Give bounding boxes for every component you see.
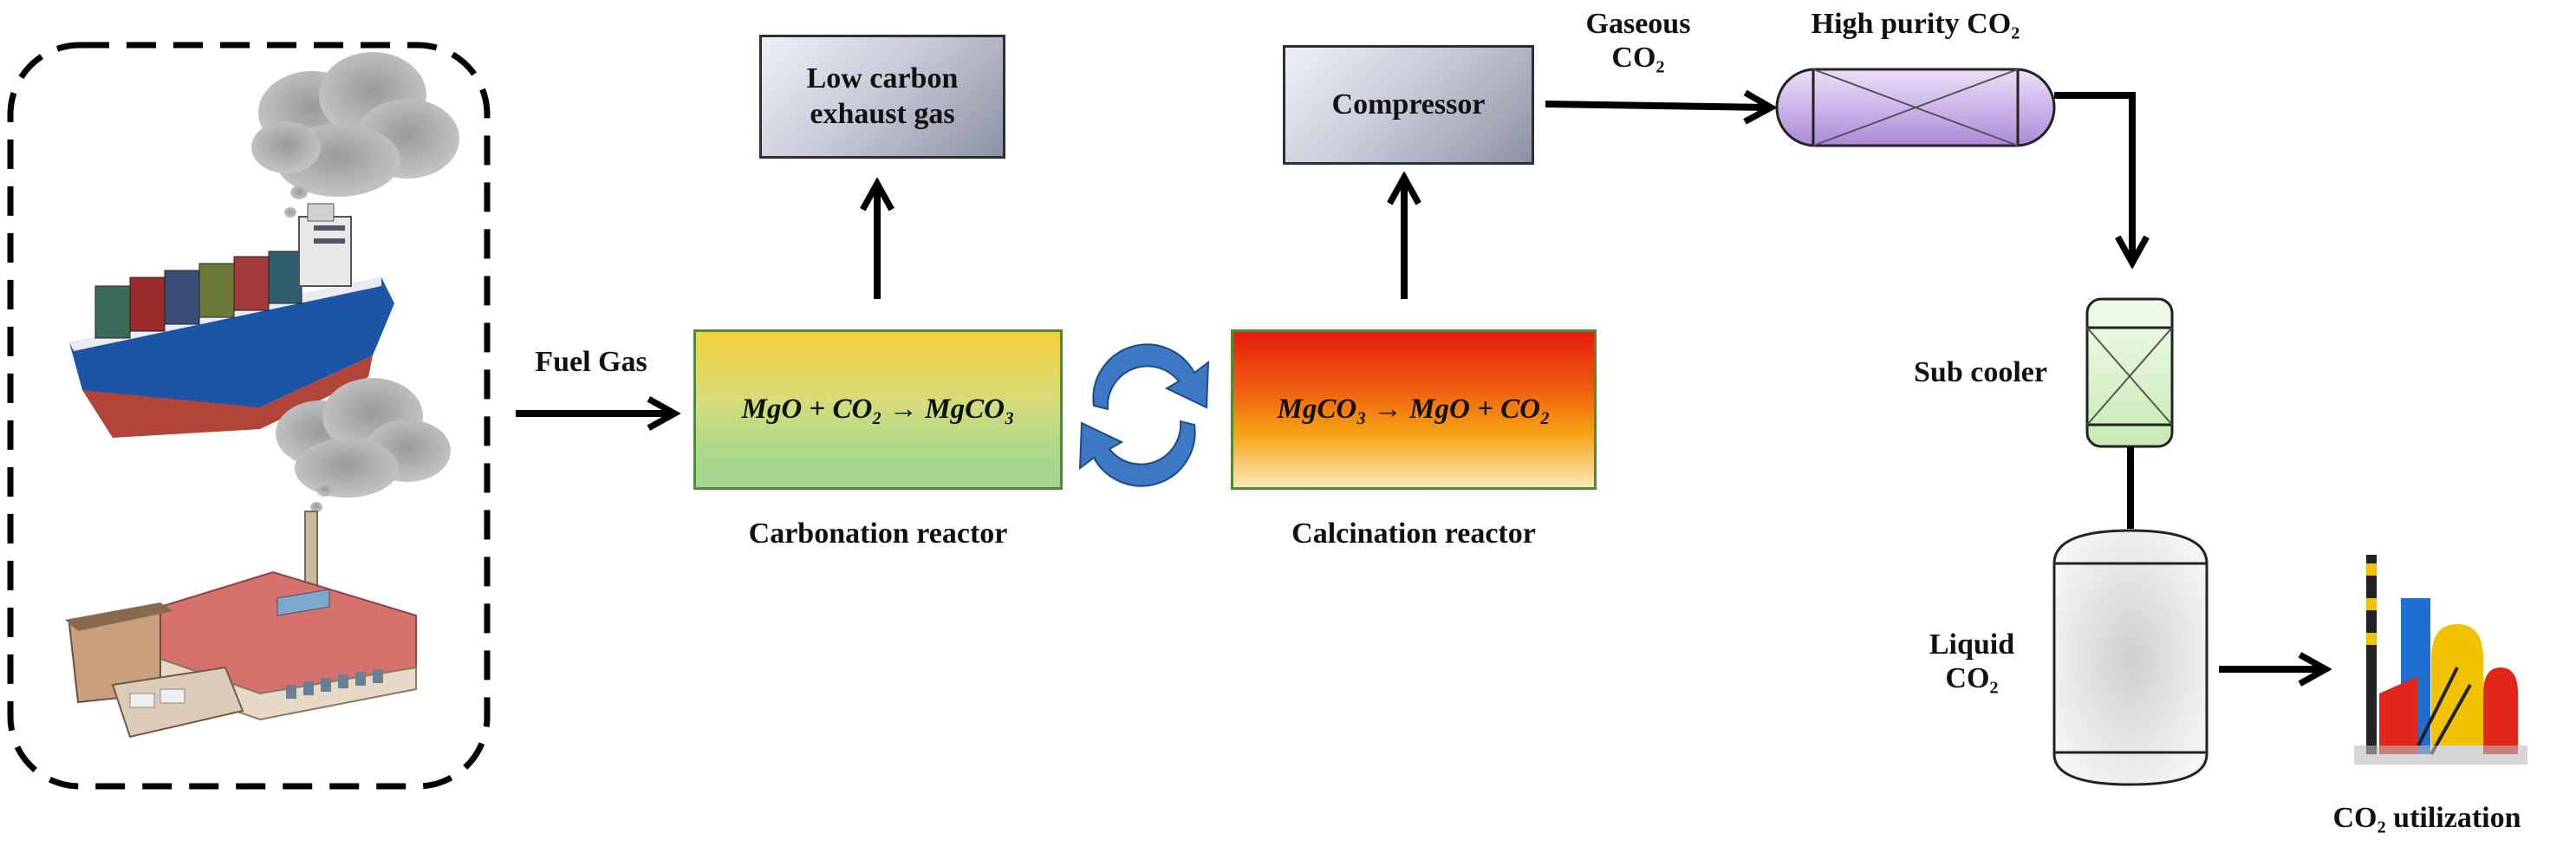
carbonation-equation: MgO + CO₂ → MgCO₃ <box>741 393 1015 425</box>
high-purity-column <box>1775 68 2056 147</box>
emission-sources-frame <box>7 42 491 790</box>
liquid-co2-label: Liquid CO₂ <box>1898 628 2046 695</box>
gaseous-co2-line2: CO₂ <box>1611 42 1665 75</box>
co2-utilization-label: CO₂ utilization <box>2332 802 2521 834</box>
liquid-co2-tank <box>2052 529 2208 786</box>
circulation-loop-icon <box>1078 343 1210 487</box>
compressor-to-column-arrow <box>1545 104 1768 107</box>
calcination-reactor-box: MgCO₃ → MgO + CO₂ <box>1231 329 1597 490</box>
sub-cooler-vessel <box>2085 297 2174 448</box>
fuel-gas-label: Fuel Gas <box>535 346 647 378</box>
column-to-subcooler-pipe <box>2054 92 2132 260</box>
low-carbon-line1: Low carbon <box>806 62 959 94</box>
liquid-co2-line2: CO₂ <box>1945 662 1999 695</box>
carbonation-reactor-label: Carbonation reactor <box>748 518 1008 550</box>
smoke-cloud-icon <box>251 52 459 218</box>
factory-icon <box>65 511 417 739</box>
calcination-equation: MgCO₃ → MgO + CO₂ <box>1277 393 1551 425</box>
low-carbon-line2: exhaust gas <box>810 97 955 130</box>
liquid-co2-line1: Liquid <box>1929 628 2015 661</box>
compressor-box: Compressor <box>1283 45 1534 165</box>
sub-cooler-label: Sub cooler <box>1914 356 2047 388</box>
low-carbon-exhaust-box: Low carbon exhaust gas <box>759 35 1005 159</box>
refinery-icon <box>2354 555 2527 765</box>
smoke-cloud-icon <box>276 378 451 512</box>
container-ship-icon <box>69 203 394 438</box>
gaseous-co2-line1: Gaseous <box>1585 8 1691 40</box>
gaseous-co2-label: Gaseous CO₂ <box>1551 7 1725 75</box>
calcination-reactor-label: Calcination reactor <box>1291 518 1536 550</box>
carbonation-reactor-box: MgO + CO₂ → MgCO₃ <box>693 329 1063 490</box>
high-purity-co2-label: High purity CO₂ <box>1811 8 2020 40</box>
